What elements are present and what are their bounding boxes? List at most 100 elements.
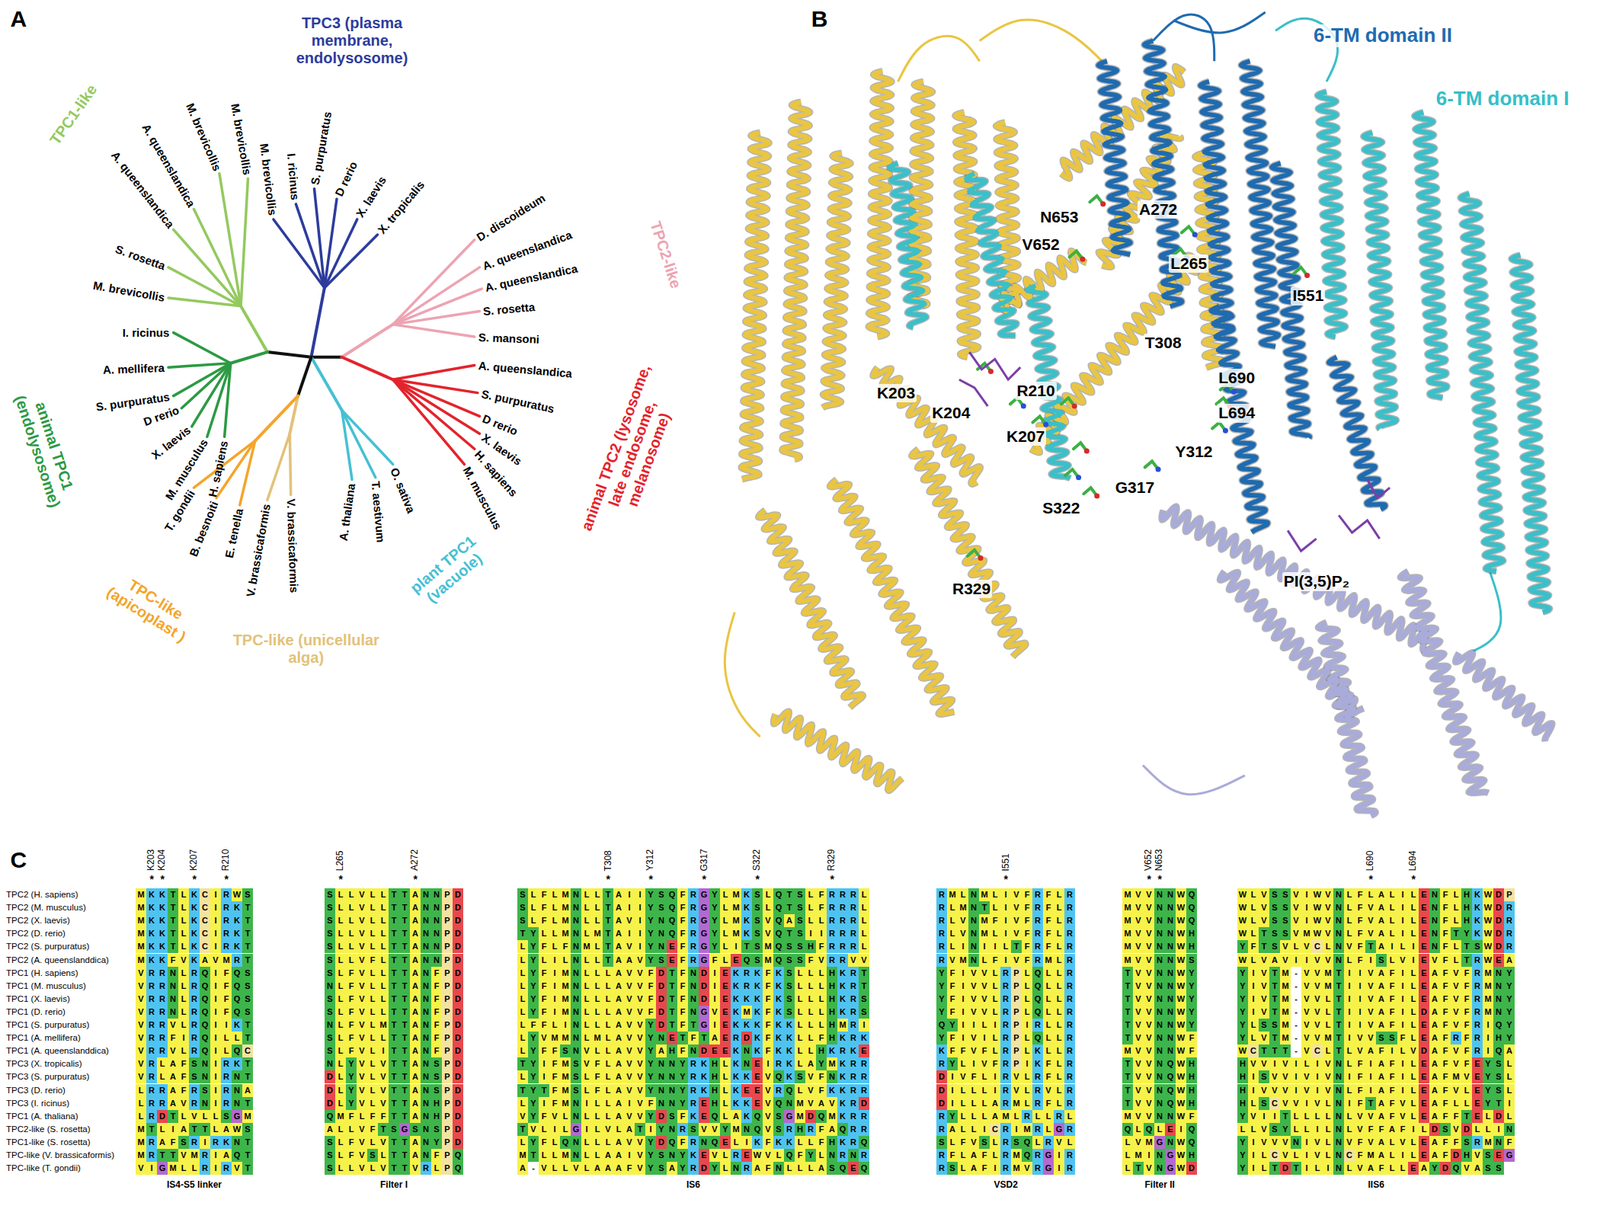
residue-cell: L bbox=[1408, 992, 1419, 1006]
residue-cell: F bbox=[1043, 1057, 1054, 1071]
residue-cell: V bbox=[135, 1018, 147, 1032]
residue-cell: Y bbox=[645, 901, 656, 915]
residue-cell: V bbox=[979, 992, 990, 1006]
residue-cell: K bbox=[730, 992, 742, 1006]
residue-cell: P bbox=[441, 1031, 453, 1045]
residue-cell: I bbox=[1482, 1044, 1494, 1058]
residue-cell: N bbox=[420, 953, 432, 967]
residue-cell: P bbox=[1011, 1005, 1022, 1019]
residue-cell: V bbox=[1258, 966, 1270, 980]
residue-cell: A bbox=[1269, 953, 1280, 967]
coil-loop bbox=[979, 19, 1103, 61]
residue-cell: R bbox=[146, 1018, 157, 1032]
residue-cell: D bbox=[656, 1018, 667, 1032]
residue-cell: Q bbox=[1186, 901, 1197, 915]
residue-cell: V bbox=[1461, 1070, 1472, 1084]
residue-cell: L bbox=[1248, 1031, 1259, 1045]
residue-cell: Q bbox=[199, 992, 211, 1006]
residue-cell: T bbox=[784, 901, 795, 915]
residue-cell: L bbox=[1021, 1005, 1033, 1019]
position-marker: * bbox=[606, 873, 611, 886]
residue-cell: L bbox=[335, 901, 346, 915]
residue-cell: E bbox=[858, 1044, 870, 1058]
residue-cell: T bbox=[399, 914, 410, 928]
residue-cell: S bbox=[784, 953, 795, 967]
residue-cell: R bbox=[936, 940, 948, 954]
residue-cell: F bbox=[677, 914, 688, 928]
residue-cell: L bbox=[947, 914, 958, 928]
residue-cell: T bbox=[666, 992, 678, 1006]
residue-cell: N bbox=[656, 927, 667, 941]
residue-label: K203 bbox=[875, 384, 917, 403]
residue-cell: L bbox=[805, 1044, 816, 1058]
residue-cell: R bbox=[1064, 953, 1076, 967]
residue-cell: T bbox=[1333, 1018, 1344, 1032]
residue-cell: N bbox=[968, 901, 980, 915]
residue-cell: N bbox=[420, 1044, 432, 1058]
residue-cell: R bbox=[741, 966, 752, 980]
helix-outline bbox=[1511, 255, 1550, 613]
residue-cell: C bbox=[242, 1044, 253, 1058]
residue-cell: Y bbox=[645, 940, 656, 954]
residue-cell: I bbox=[1365, 1057, 1376, 1071]
residue-cell: G bbox=[698, 1018, 710, 1032]
residue-cell: N bbox=[1154, 1031, 1165, 1045]
residue-cell: R bbox=[220, 901, 232, 915]
residue-cell: V bbox=[1354, 1031, 1366, 1045]
residue-cell: L bbox=[178, 979, 189, 993]
residue-cell: F bbox=[762, 979, 774, 993]
residue-cell: L bbox=[1450, 940, 1462, 954]
residue-cell: A bbox=[613, 1005, 624, 1019]
residue-cell: R bbox=[848, 1005, 859, 1019]
residue-cell: A bbox=[1376, 1070, 1387, 1084]
residue-cell: N bbox=[570, 953, 582, 967]
residue-cell: N bbox=[420, 888, 432, 902]
residue-cell: I bbox=[979, 940, 990, 954]
residue-cell: T bbox=[666, 1018, 678, 1032]
residue-cell: F bbox=[677, 927, 688, 941]
species-label: S. mansoni bbox=[477, 330, 540, 346]
sequence-segment: TVVNNWY bbox=[1122, 966, 1197, 980]
residue-cell: V bbox=[634, 1084, 646, 1098]
residue-cell: D bbox=[452, 992, 464, 1006]
residue-cell: R bbox=[156, 1018, 168, 1032]
residue-cell: D bbox=[452, 1044, 464, 1058]
residue-cell: V bbox=[1132, 940, 1144, 954]
residue-cell: A bbox=[409, 1057, 421, 1071]
sequence-segment: VRLAFSNIRNT bbox=[135, 1070, 253, 1084]
residue-cell: K bbox=[156, 888, 168, 902]
residue-cell: D bbox=[1493, 914, 1504, 928]
residue-cell: F bbox=[805, 953, 816, 967]
residue-cell: R bbox=[146, 1031, 157, 1045]
residue-cell: D bbox=[741, 1031, 752, 1045]
residue-cell: Y bbox=[528, 992, 539, 1006]
tree-branch bbox=[393, 364, 475, 380]
residue-cell: R bbox=[1064, 927, 1076, 941]
residue-cell: V bbox=[1290, 888, 1302, 902]
residue-cell: T bbox=[388, 914, 400, 928]
residue-cell: E bbox=[720, 979, 731, 993]
residue-cell: M bbox=[1122, 901, 1133, 915]
residue-cell: R bbox=[688, 888, 699, 902]
residue-cell: F bbox=[592, 1057, 603, 1071]
residue-cell: T bbox=[1269, 979, 1280, 993]
residue-cell: F bbox=[677, 1044, 688, 1058]
residue-cell: R bbox=[1472, 1018, 1483, 1032]
coil-loop bbox=[1142, 764, 1245, 794]
helix-ribbon bbox=[955, 112, 979, 357]
residue-cell: L bbox=[1043, 966, 1054, 980]
residue-cell: K bbox=[752, 1018, 763, 1032]
residue-cell: V bbox=[1322, 927, 1334, 941]
residue-cell: V bbox=[634, 953, 646, 967]
residue-cell: R bbox=[688, 1084, 699, 1098]
residue-cell: T bbox=[1333, 979, 1344, 993]
residue-cell: I bbox=[1344, 1070, 1355, 1084]
residue-cell: M bbox=[1482, 1005, 1494, 1019]
residue-cell: V bbox=[1132, 1070, 1144, 1084]
species-label: M. brevicollis bbox=[257, 143, 280, 217]
residue-cell: M bbox=[560, 1031, 571, 1045]
residue-cell: K bbox=[773, 966, 784, 980]
residue-cell: F bbox=[762, 1044, 774, 1058]
coil-loop bbox=[898, 35, 980, 82]
residue-cell: I bbox=[1248, 979, 1259, 993]
